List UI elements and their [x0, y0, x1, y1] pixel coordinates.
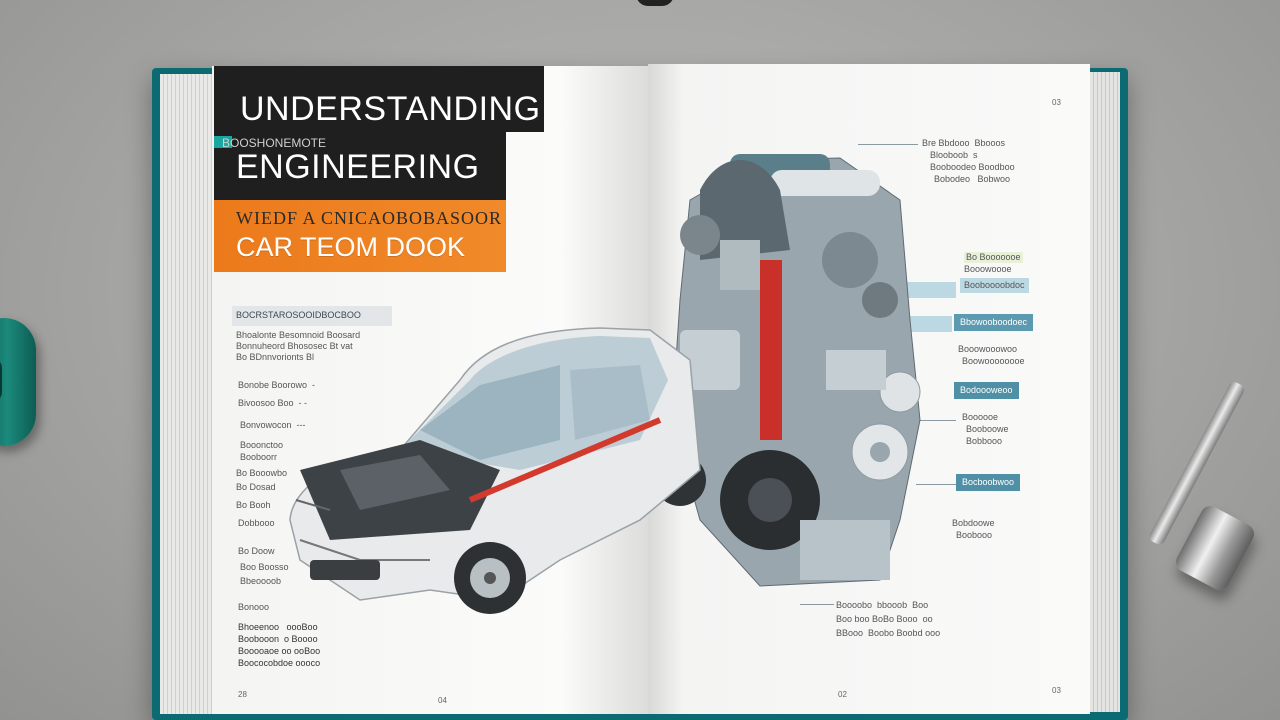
right-top-callout-line: Bre Bbdooo Bbooos: [922, 138, 1006, 148]
left-paragraph-line: Bonnuheord Bhososec Bt vat: [236, 341, 353, 351]
left-footer-line: Booooaoe oo ooBoo: [238, 646, 321, 656]
right-callout: Boobooo: [956, 530, 993, 540]
page-number-left-center: 04: [438, 696, 447, 705]
book-title-line1: UNDERSTANDING: [240, 90, 541, 128]
page-number-right: 02: [838, 690, 847, 699]
right-top-callout-line: Blooboob s: [930, 150, 978, 160]
right-callout: Boooooe: [962, 412, 999, 422]
pen-cap: [636, 0, 674, 6]
right-callout: Booowooowoo: [958, 344, 1018, 354]
right-callout: Bobdoowe: [952, 518, 995, 528]
right-top-callout-line: Booboodeo Boodboo: [930, 162, 1015, 172]
right-footer-line: BBooo Boobo Boobd ooo: [836, 628, 941, 638]
left-callout: Booboorr: [240, 452, 278, 462]
right-callout: Bo Booooooe: [964, 252, 1023, 263]
engine-cutaway: [654, 154, 921, 587]
left-paragraph-line: Bhoalonte Besomnoid Boosard: [236, 330, 361, 340]
left-callout: Boo Boosso: [240, 562, 289, 572]
title-accent-mark: [214, 136, 232, 148]
label-bar: [898, 316, 952, 332]
right-footer-line: Boo boo BoBo Booo oo: [836, 614, 933, 624]
left-heading-box: [232, 306, 392, 326]
left-callout: Bo Booowbo: [236, 468, 288, 478]
green-clamp-tool: [0, 318, 36, 446]
right-callout: Bbowooboodoec: [954, 314, 1034, 331]
book-page-edges-left: [160, 74, 216, 714]
page-number-right-corner: 03: [1052, 686, 1061, 695]
left-callout: Bonvowocon ---: [240, 420, 306, 430]
left-footer-line: Boobooon o Boooo: [238, 634, 318, 644]
right-callout: Bodoooweoo: [954, 382, 1019, 399]
right-callout: Boowoooooooe: [962, 356, 1025, 366]
book-title-line2: ENGINEERING: [236, 148, 480, 186]
right-callout: Booboowe: [966, 424, 1009, 434]
page-number-left: 28: [238, 690, 247, 699]
title-block-bottom: [214, 130, 506, 200]
left-callout: Bonooo: [238, 602, 270, 612]
left-callout: Bbeoooob: [240, 576, 282, 586]
left-callout: Bo Booh: [236, 500, 271, 510]
left-paragraph-line: Bo BDnnvorionts Bl: [236, 352, 315, 362]
car-cutaway: [289, 327, 701, 614]
right-callout: Booowoooe: [964, 264, 1012, 274]
left-callout: Bo Doow: [238, 546, 275, 556]
right-callout: Booboooobdoc: [960, 278, 1029, 293]
left-heading-text: BOCRSTAROSOOIDBOCBOO: [236, 310, 361, 320]
book-subtitle-line1: WIEDF A CNICAOBOBASOOR: [236, 208, 503, 228]
left-callout: Bonobe Boorowo -: [238, 380, 316, 390]
right-top-callout-line: Bobodeo Bobwoo: [934, 174, 1011, 184]
left-callout: Dobbooo: [238, 518, 275, 528]
right-callout: Bocboobwoo: [956, 474, 1021, 491]
book-title-small: BOOSHONEMOTE: [222, 136, 327, 150]
left-callout: Booonctoo: [240, 440, 284, 450]
right-footer-line: Boooobo bbooob Boo: [836, 600, 929, 610]
leader-line: [906, 420, 956, 421]
left-callout: Bo Dosad: [236, 482, 276, 492]
subtitle-block: [214, 200, 506, 272]
left-footer-line: Bhoeenoo oooBoo: [238, 622, 318, 632]
leader-line: [858, 144, 918, 145]
label-bar: [906, 282, 956, 298]
left-footer-line: Boococobdoe oooco: [238, 658, 321, 668]
leader-line: [916, 484, 956, 485]
page-number-right-top: 03: [1052, 98, 1061, 107]
book-subtitle-line2: CAR TEOM DOOK: [236, 232, 466, 262]
leader-line: [800, 604, 834, 605]
title-block-top: [214, 66, 544, 132]
left-callout: Bivoosoo Boo - -: [238, 398, 308, 408]
right-callout: Bobbooo: [966, 436, 1003, 446]
